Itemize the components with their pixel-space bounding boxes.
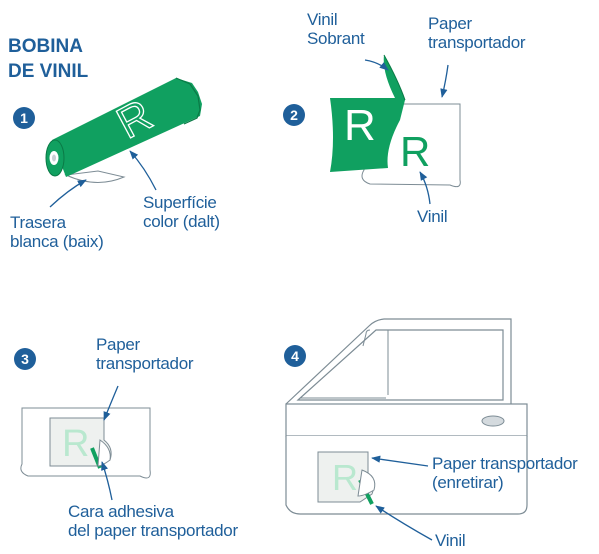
step-4-badge: 4 [284, 345, 306, 367]
vinyl-pointer-arrow-4 [375, 505, 433, 541]
adhesive-label-line-2: del paper transportador [68, 521, 238, 540]
back-pointer-arrow [49, 179, 87, 208]
face-label: Superfície color (dalt) [143, 193, 220, 231]
carrier-label-2-line-1: Paper [428, 14, 472, 33]
peeled-letter: R [344, 101, 376, 150]
face-pointer-arrow [129, 150, 157, 191]
carrier-label-4-line-1: Paper transportador [432, 454, 578, 473]
excess-pointer-arrow [364, 59, 389, 71]
vinyl-roll: R [45, 77, 202, 183]
carrier-label-4: Paper transportador (enretirar) [432, 454, 578, 492]
back-label: Trasera blanca (baix) [10, 213, 104, 251]
carrier-label-2: Paper transportador [428, 14, 526, 52]
decal-on-door: R [317, 451, 376, 505]
excess-vinyl-label: Vinil Sobrant [307, 10, 365, 48]
vinyl-pointer-arrow-2 [419, 171, 431, 205]
carrier-label-3-line-1: Paper [96, 335, 140, 354]
face-label-line-2: color (dalt) [143, 212, 220, 231]
face-label-line-1: Superfície [143, 193, 217, 212]
step-3-badge: 3 [14, 348, 36, 370]
carrier-pointer-arrow-2 [440, 64, 449, 98]
carrier-paper-sheet-3: R [20, 407, 151, 479]
excess-label-line-1: Vinil [307, 10, 338, 29]
ghost-letter-3: R [62, 423, 89, 465]
vinyl-label-2: Vinil [417, 207, 448, 226]
back-label-line-2: blanca (baix) [10, 232, 104, 251]
adhesive-pointer-arrow [101, 461, 113, 501]
carrier-pointer-arrow-4 [371, 455, 429, 467]
ghost-letter-4: R [332, 457, 358, 498]
vinyl-label-4: Vinil [435, 531, 466, 550]
step-1-badge: 1 [13, 107, 35, 129]
carrier-label-2-line-2: transportador [428, 33, 526, 52]
step-2-badge: 2 [283, 104, 305, 126]
back-label-line-1: Trasera [10, 213, 66, 232]
adhesive-label-line-1: Cara adhesiva [68, 502, 174, 521]
title-line-1: BOBINA [8, 36, 83, 57]
adhesive-label: Cara adhesiva del paper transportador [68, 502, 238, 540]
excess-vinyl-peel [330, 54, 406, 172]
diagram-title: BOBINA DE VINIL [8, 34, 88, 84]
carrier-label-4-line-2: (enretirar) [432, 473, 504, 492]
carrier-label-3: Paper transportador [96, 335, 194, 373]
carrier-pointer-arrow-3 [103, 385, 119, 421]
carrier-label-3-line-2: transportador [96, 354, 194, 373]
title-line-2: DE VINIL [8, 61, 89, 82]
excess-label-line-2: Sobrant [307, 29, 365, 48]
vinyl-letter-2: R [400, 128, 430, 175]
